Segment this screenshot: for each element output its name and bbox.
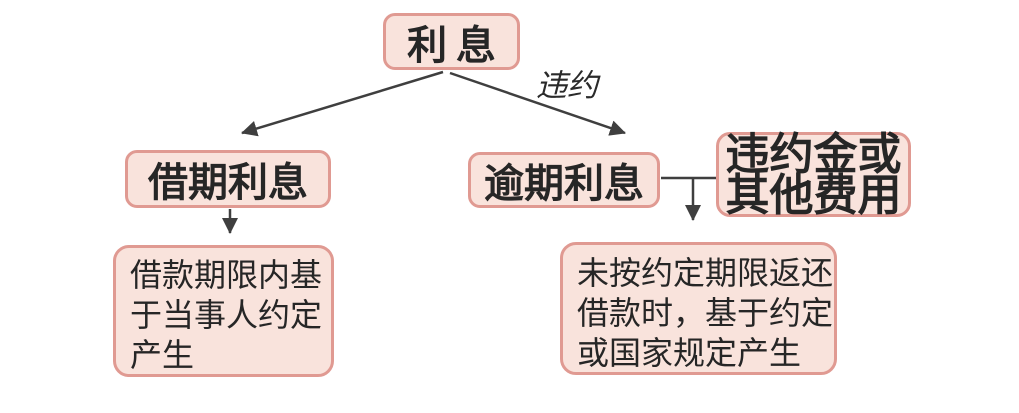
overdue-interest-node: 逾期利息 — [468, 152, 660, 208]
description-line: 借款期限内基 — [130, 257, 323, 293]
interest-root-node: 利息 — [383, 13, 520, 70]
description-line: 产生 — [130, 337, 195, 373]
penalty-node-line: 违约金或 — [725, 129, 902, 179]
description-line: 或国家规定产生 — [577, 335, 802, 371]
penalty-or-other-fees-node: 违约金或 其他费用 — [716, 132, 911, 217]
loan-interest-description-node: 借款期限内基 于当事人约定 产生 — [113, 245, 334, 377]
description-line: 未按约定期限返还 — [577, 255, 834, 291]
arrow-root-to-loan — [241, 70, 444, 137]
breach-edge-label: 违约 — [536, 68, 598, 103]
description-line: 于当事人约定 — [130, 297, 323, 333]
description-line: 借款时，基于约定 — [577, 295, 834, 331]
penalty-node-line: 其他费用 — [725, 170, 902, 220]
loan-period-interest-node: 借期利息 — [125, 150, 331, 208]
overdue-interest-description-node: 未按约定期限返还 借款时，基于约定 或国家规定产生 — [560, 242, 837, 375]
